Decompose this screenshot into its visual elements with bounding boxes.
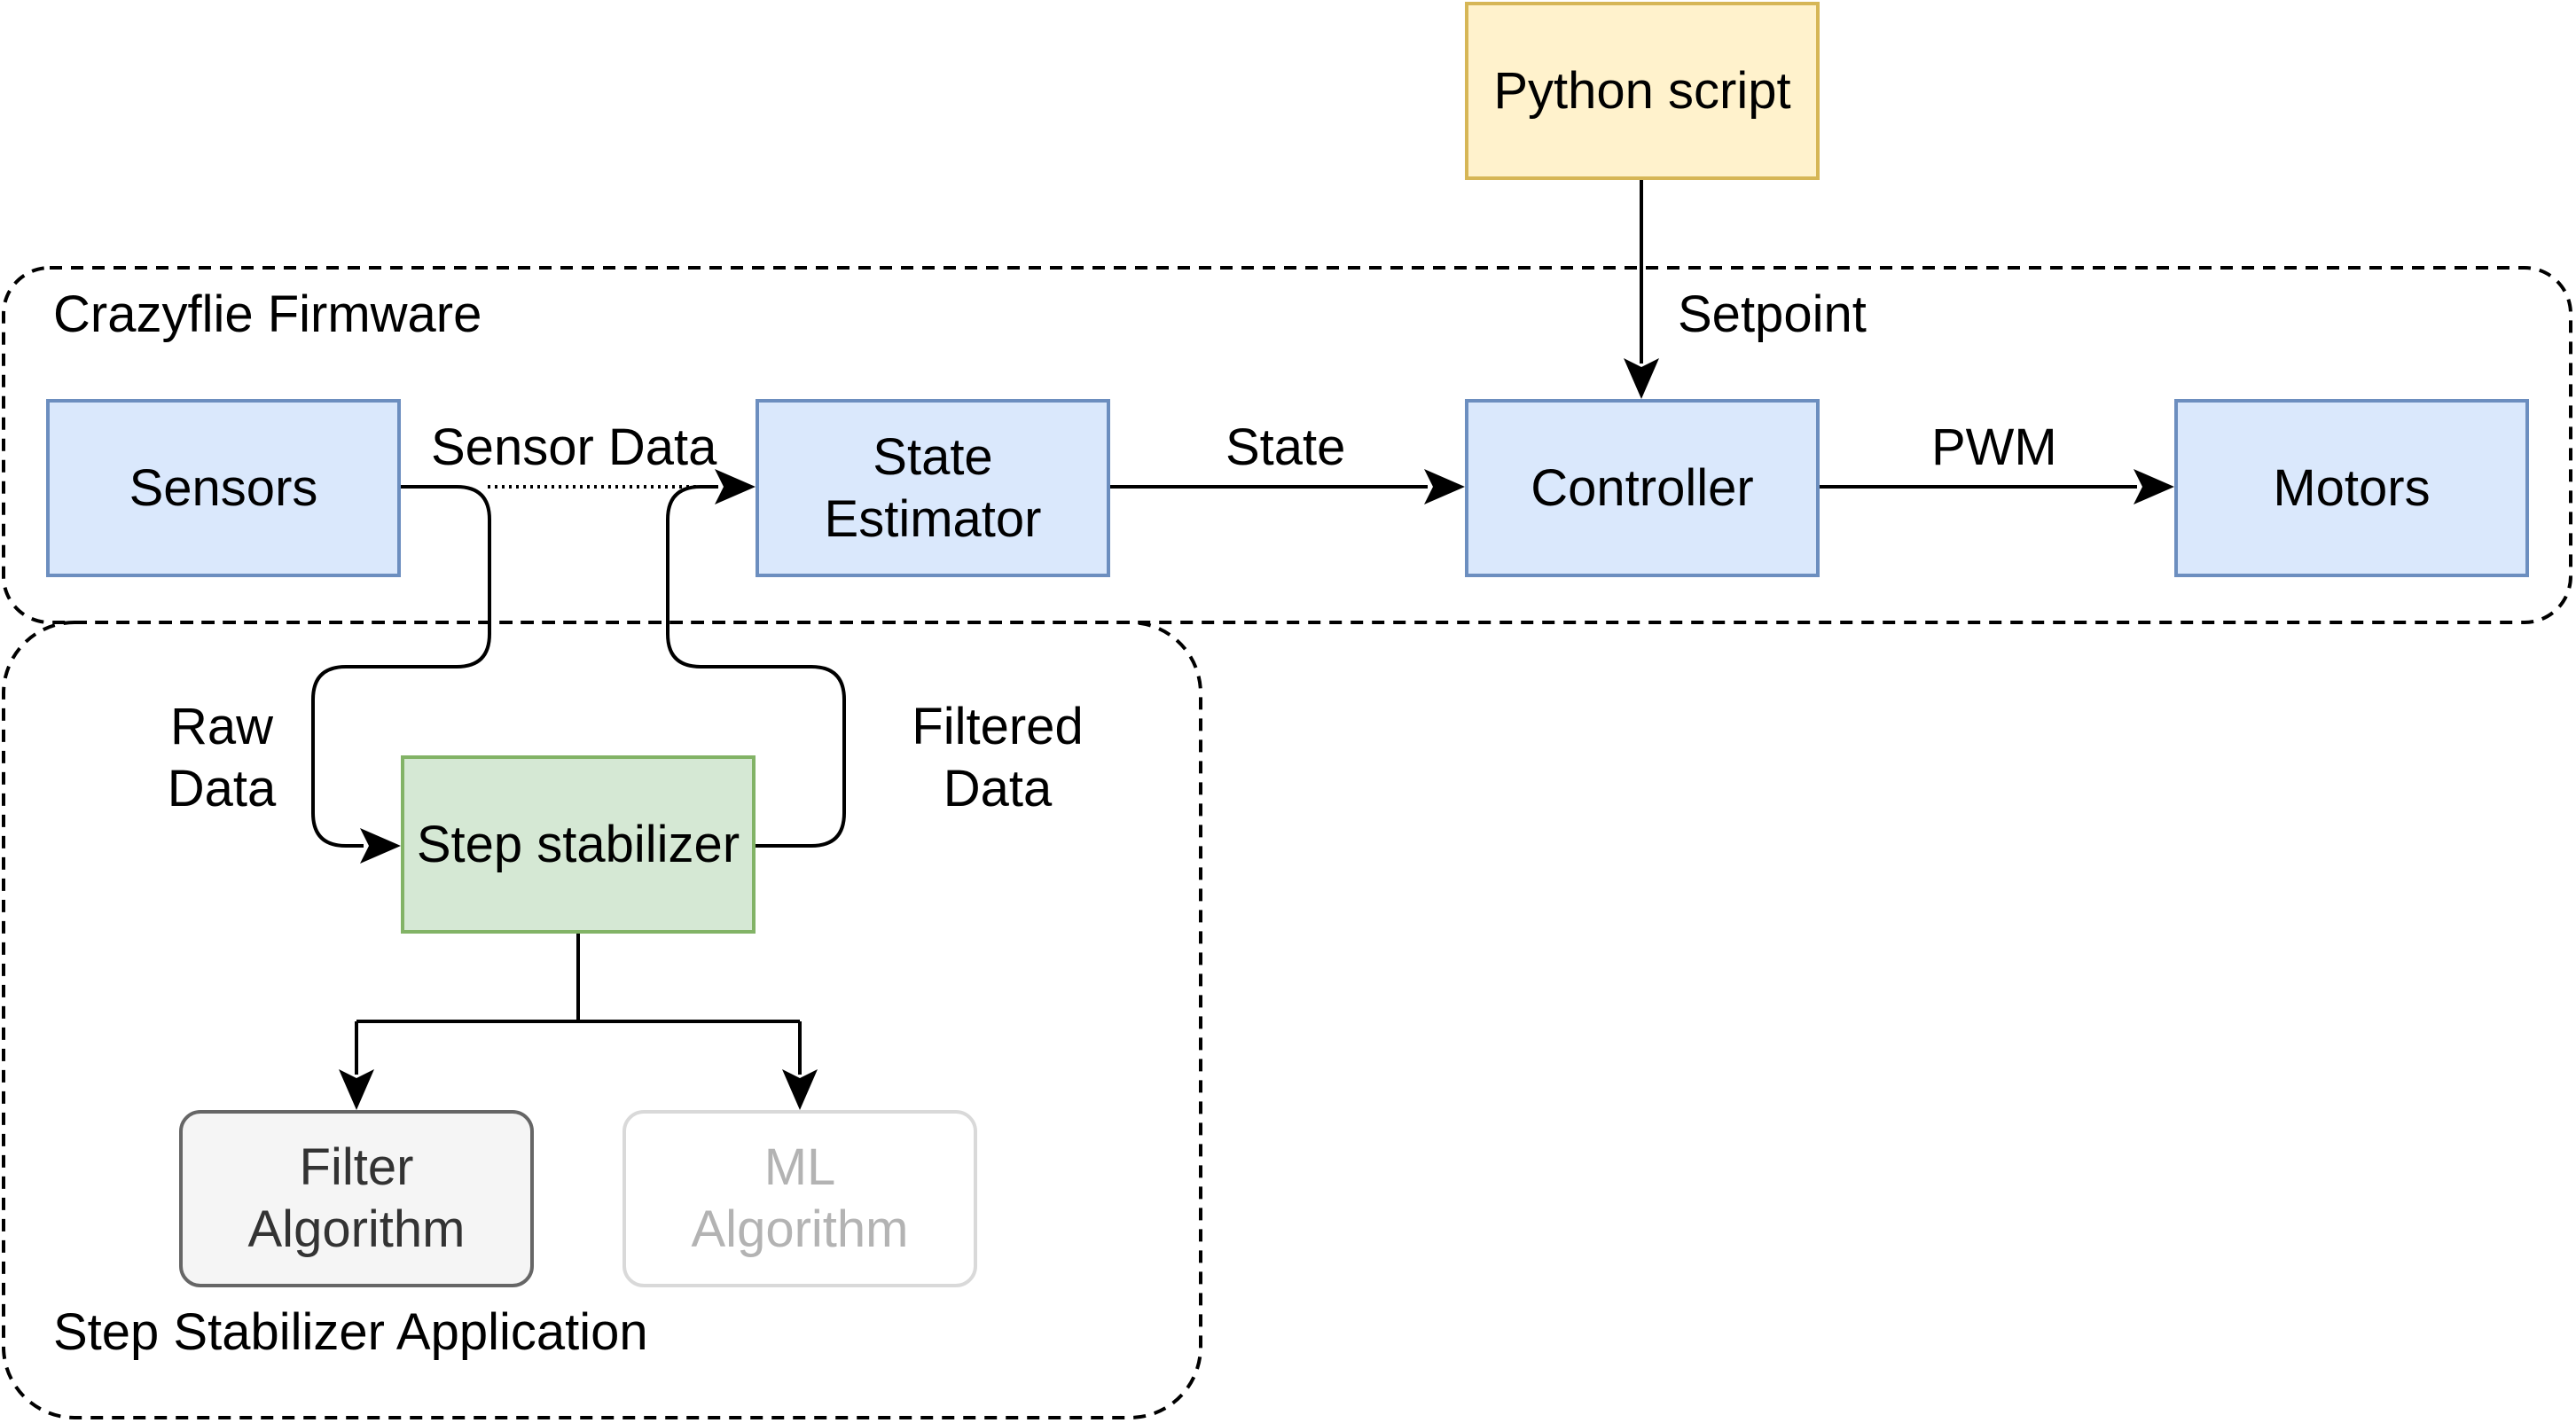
- state-estimator-block[interactable]: State Estimator: [756, 399, 1110, 577]
- sensors-block[interactable]: Sensors: [46, 399, 401, 577]
- ml-arrowhead: [782, 1069, 818, 1110]
- setpoint-arrowhead: [1624, 358, 1659, 399]
- ml-algorithm-block[interactable]: ML Algorithm: [622, 1110, 977, 1287]
- firmware-label: Crazyflie Firmware: [53, 285, 482, 343]
- raw-data-edge: [311, 485, 491, 848]
- state-arrowhead: [1424, 469, 1465, 504]
- step-stabilizer-block[interactable]: Step stabilizer: [401, 755, 756, 934]
- raw-data-arrowhead: [360, 828, 401, 864]
- pwm-arrowhead: [2134, 469, 2174, 504]
- algorithm-branch-edge: [355, 933, 802, 1075]
- pwm-label: PWM: [1931, 418, 2057, 476]
- filtered-data-label: Filtered Data: [912, 698, 1084, 817]
- raw-data-label: Raw Data: [167, 698, 277, 817]
- setpoint-label: Setpoint: [1678, 285, 1867, 343]
- filtered-data-edge: [666, 485, 846, 848]
- controller-block[interactable]: Controller: [1465, 399, 1820, 577]
- state-label: State: [1225, 418, 1346, 476]
- application-container: [2, 621, 1202, 1419]
- application-label: Step Stabilizer Application: [53, 1303, 648, 1361]
- firmware-container: [2, 266, 2572, 624]
- motors-block[interactable]: Motors: [2174, 399, 2529, 577]
- filtered-data-arrowhead: [715, 469, 756, 504]
- filter-arrowhead: [339, 1069, 374, 1110]
- filter-algorithm-block[interactable]: Filter Algorithm: [179, 1110, 534, 1287]
- sensor-data-label: Sensor Data: [431, 418, 717, 476]
- python-script-block[interactable]: Python script: [1465, 2, 1820, 180]
